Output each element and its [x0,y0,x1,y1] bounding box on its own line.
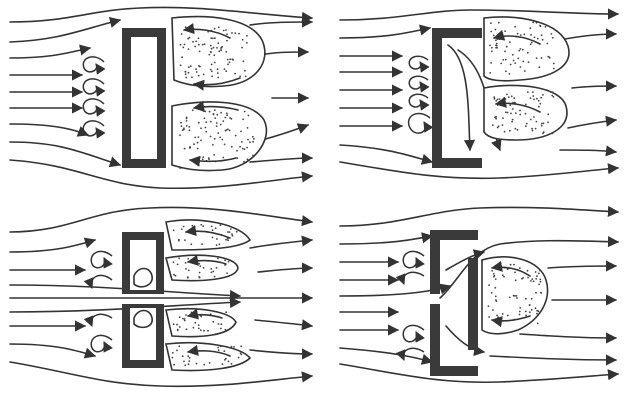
panel-b [340,10,618,178]
panel-a [10,7,312,188]
panel-d [340,207,618,382]
panel-c [10,207,312,386]
